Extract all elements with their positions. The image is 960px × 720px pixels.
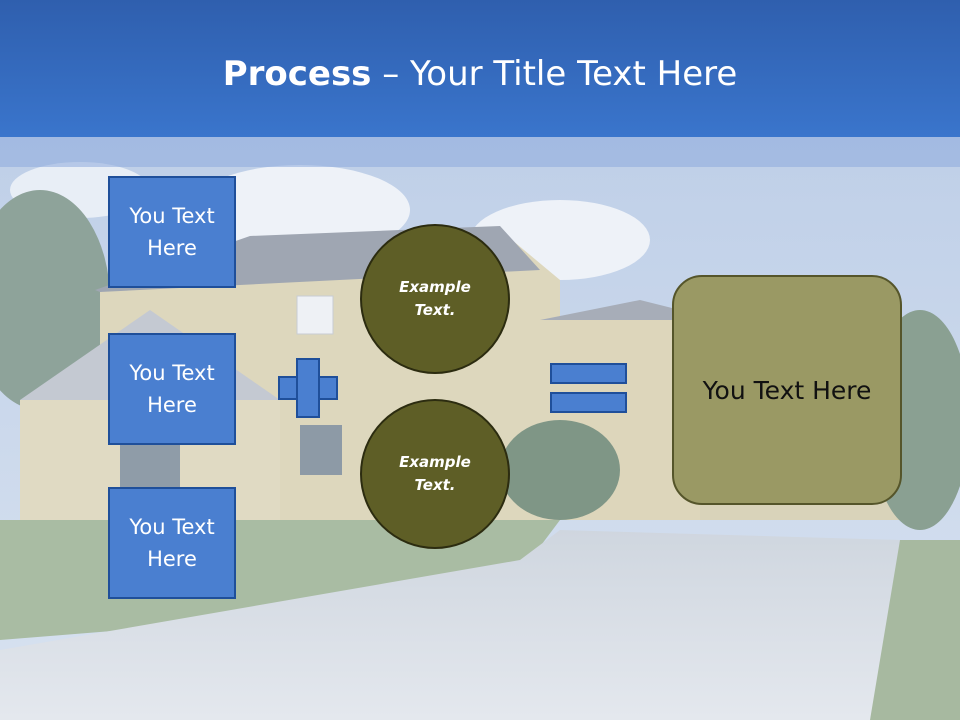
title-bold: Process (222, 54, 372, 94)
equals-top-bar (550, 363, 627, 384)
equals-bottom-bar (550, 392, 627, 413)
text-box-label: You Text Here (129, 204, 215, 260)
title-rest: – Your Title Text Here (371, 54, 738, 94)
circle-label: Example Text. (399, 278, 471, 319)
circle-label: Example Text. (399, 453, 471, 494)
text-box-3[interactable]: You Text Here (108, 487, 236, 599)
text-box-label: You Text Here (129, 515, 215, 571)
example-circle-2[interactable]: Example Text. (360, 399, 510, 549)
example-circle-1[interactable]: Example Text. (360, 224, 510, 374)
result-label: You Text Here (702, 375, 872, 405)
slide-title: Process – Your Title Text Here (0, 52, 960, 96)
text-box-2[interactable]: You Text Here (108, 333, 236, 445)
result-box[interactable]: You Text Here (672, 275, 902, 505)
plus-center (298, 378, 318, 398)
title-bar (0, 0, 960, 137)
title-band (0, 137, 960, 167)
text-box-1[interactable]: You Text Here (108, 176, 236, 288)
text-box-label: You Text Here (129, 361, 215, 417)
